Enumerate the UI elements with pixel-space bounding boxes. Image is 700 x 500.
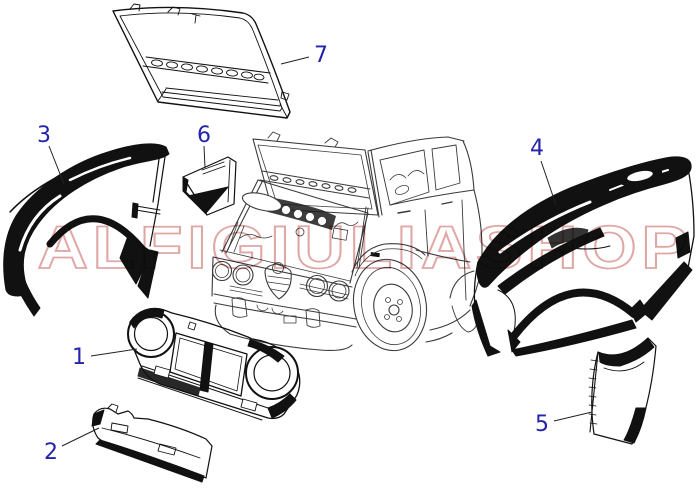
- leader-2: [61, 427, 100, 447]
- car-engine-bay: [219, 179, 369, 284]
- car-greenhouse: [367, 136, 475, 218]
- part-label-4: 4: [530, 136, 544, 161]
- part-label-5: 5: [535, 412, 549, 437]
- part-label-7: 7: [314, 43, 328, 68]
- car-body-side: [370, 189, 483, 343]
- car-illustration: [211, 131, 483, 352]
- car-front-wheel: [351, 243, 428, 352]
- part-front-fender-right: [471, 156, 695, 357]
- leader-1: [90, 348, 138, 357]
- part-fender-repair-section: [588, 337, 657, 445]
- leader-3: [48, 145, 65, 185]
- part-label-2: 2: [44, 440, 58, 465]
- part-front-panel: [127, 307, 301, 421]
- leader-5: [553, 411, 593, 422]
- watermark-text: ALFIGIULIASHOP: [38, 214, 693, 281]
- part-front-valance: [91, 403, 213, 483]
- car-front-bumper: [213, 293, 357, 351]
- part-label-3: 3: [37, 123, 51, 148]
- part-front-fender-left: [3, 143, 170, 317]
- part-boot-lid-frame: [112, 3, 291, 119]
- part-label-1: 1: [72, 345, 86, 370]
- part-labels: 1 2 3 4 5 6 7: [37, 43, 549, 465]
- car-front-face: [211, 256, 353, 302]
- part-side-panel: [182, 156, 237, 216]
- leader-7: [280, 56, 310, 65]
- leader-lines: [48, 56, 593, 447]
- leader-6: [203, 145, 206, 169]
- part-label-6: 6: [197, 123, 211, 148]
- leader-4: [540, 160, 557, 206]
